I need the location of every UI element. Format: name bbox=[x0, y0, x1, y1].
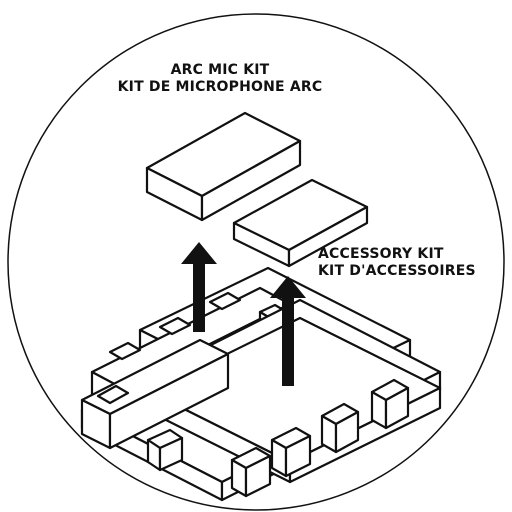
lift-arrow-mic bbox=[181, 242, 217, 332]
arc-mic-kit-label-en: ARC MIC KIT bbox=[170, 62, 270, 78]
accessory-kit-label-fr: KIT D'ACCESSOIRES bbox=[318, 263, 476, 279]
arc-mic-kit-label: ARC MIC KIT KIT DE MICROPHONE ARC bbox=[100, 62, 340, 96]
accessory-kit-label-en: ACCESSORY KIT bbox=[318, 246, 444, 262]
arc-mic-kit-label-fr: KIT DE MICROPHONE ARC bbox=[117, 79, 323, 95]
arc-mic-kit-box bbox=[145, 111, 302, 222]
lift-arrow-accessory bbox=[270, 276, 306, 386]
accessory-kit-box bbox=[232, 178, 369, 268]
accessory-kit-label: ACCESSORY KIT KIT D'ACCESSOIRES bbox=[318, 246, 476, 280]
foam-tray bbox=[80, 266, 442, 502]
